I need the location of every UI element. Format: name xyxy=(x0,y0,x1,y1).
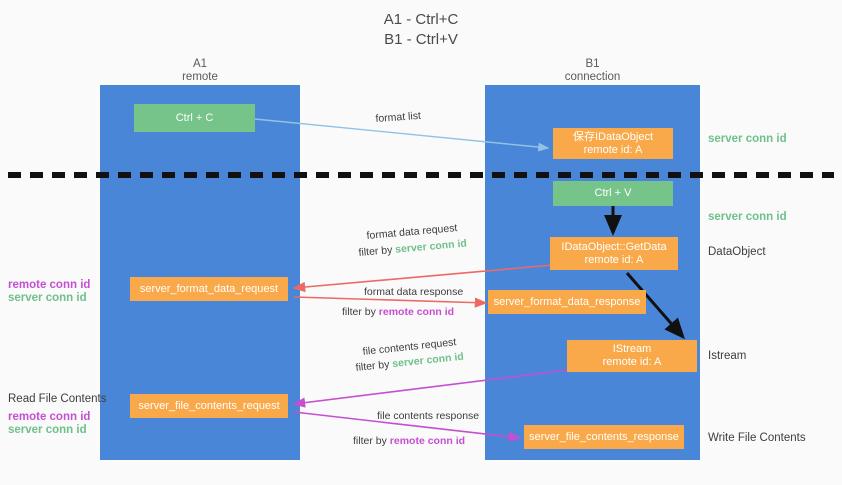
annotation-filter-prefix-2: filter by xyxy=(342,306,379,318)
label-server-conn-id-mid: server conn id xyxy=(708,211,787,223)
label-server-conn-id-left-mid: server conn id xyxy=(8,292,87,304)
box-ctrl-c[interactable]: Ctrl + C xyxy=(134,104,255,132)
box-getdata-line1: IDataObject::GetData xyxy=(561,240,667,253)
lane-a1-name: A1 xyxy=(192,58,208,70)
box-ctrl-c-label: Ctrl + C xyxy=(175,111,214,124)
annotation-file-contents-response: file contents response xyxy=(377,409,479,423)
box-istream[interactable]: IStream remote id: A xyxy=(567,340,697,372)
box-ctrl-v[interactable]: Ctrl + V xyxy=(553,181,673,206)
arrow-format-list xyxy=(254,118,550,152)
box-server-file-contents-request[interactable]: server_file_contents_request xyxy=(130,394,288,418)
annotation-format-data-response-filter: filter by remote conn id xyxy=(342,305,454,319)
annotation-format-data-response: format data response xyxy=(364,285,463,299)
annotation-filter-prefix-1: filter by xyxy=(358,243,396,259)
label-read-file-contents: Read File Contents xyxy=(8,393,107,405)
annotation-filter-prefix-4: filter by xyxy=(353,435,390,447)
label-istream: Istream xyxy=(708,350,747,362)
box-save-idataobject-line1: 保存IDataObject xyxy=(572,130,654,143)
annotation-filter-value-4: remote conn id xyxy=(389,435,466,447)
box-save-idataobject[interactable]: 保存IDataObject remote id: A xyxy=(553,128,673,159)
box-server-format-data-response[interactable]: server_format_data_response xyxy=(488,290,646,314)
annotation-filter-prefix-3: filter by xyxy=(355,358,393,374)
lane-header-b1: B1 connection xyxy=(485,58,700,84)
box-server-format-data-request-label: server_format_data_request xyxy=(139,282,279,295)
diagram-title: A1 - Ctrl+C B1 - Ctrl+V xyxy=(0,10,842,50)
box-server-format-data-request[interactable]: server_format_data_request xyxy=(130,277,288,301)
annotation-format-list-text: format list xyxy=(375,109,422,125)
arrow-format-data-request xyxy=(292,264,554,293)
box-server-file-contents-response-label: server_file_contents_response xyxy=(529,430,679,443)
label-write-file-contents: Write File Contents xyxy=(708,432,806,444)
label-server-conn-id-top: server conn id xyxy=(708,133,787,145)
label-remote-conn-id-bottom: remote conn id xyxy=(8,411,91,423)
annotation-file-contents-response-filter: filter by remote conn id xyxy=(353,434,465,448)
arrow-file-contents-response xyxy=(293,411,522,442)
box-getdata-line2: remote id: A xyxy=(584,253,644,266)
box-save-idataobject-line2: remote id: A xyxy=(583,143,643,156)
lane-header-a1: A1 remote xyxy=(100,58,300,84)
arrow-file-contents-request xyxy=(292,369,569,408)
box-server-format-data-response-label: server_format_data_response xyxy=(493,295,641,308)
label-server-conn-id-bottom: server conn id xyxy=(8,424,87,436)
box-server-file-contents-response[interactable]: server_file_contents_response xyxy=(524,425,684,449)
box-ctrl-v-label: Ctrl + V xyxy=(594,187,632,199)
lane-b1-sub: connection xyxy=(564,71,621,83)
label-dataobject: DataObject xyxy=(708,246,766,258)
box-idataobject-getdata[interactable]: IDataObject::GetData remote id: A xyxy=(550,237,678,270)
box-server-file-contents-request-label: server_file_contents_request xyxy=(138,399,280,412)
box-istream-line2: remote id: A xyxy=(602,356,662,368)
annotation-format-data-response-text: format data response xyxy=(364,286,464,298)
arrow-format-data-response xyxy=(293,296,488,308)
title-line-1: A1 - Ctrl+C xyxy=(383,11,459,28)
lane-a1-sub: remote xyxy=(182,71,218,83)
title-line-2: B1 - Ctrl+V xyxy=(384,31,458,48)
lane-b1-name: B1 xyxy=(585,58,600,70)
annotation-file-contents-response-text: file contents response xyxy=(377,410,480,422)
box-istream-line1: IStream xyxy=(612,343,652,355)
annotation-filter-value-2: remote conn id xyxy=(378,306,455,318)
arrow-getdata-to-istream xyxy=(625,272,685,340)
label-remote-conn-id-mid: remote conn id xyxy=(8,279,91,291)
